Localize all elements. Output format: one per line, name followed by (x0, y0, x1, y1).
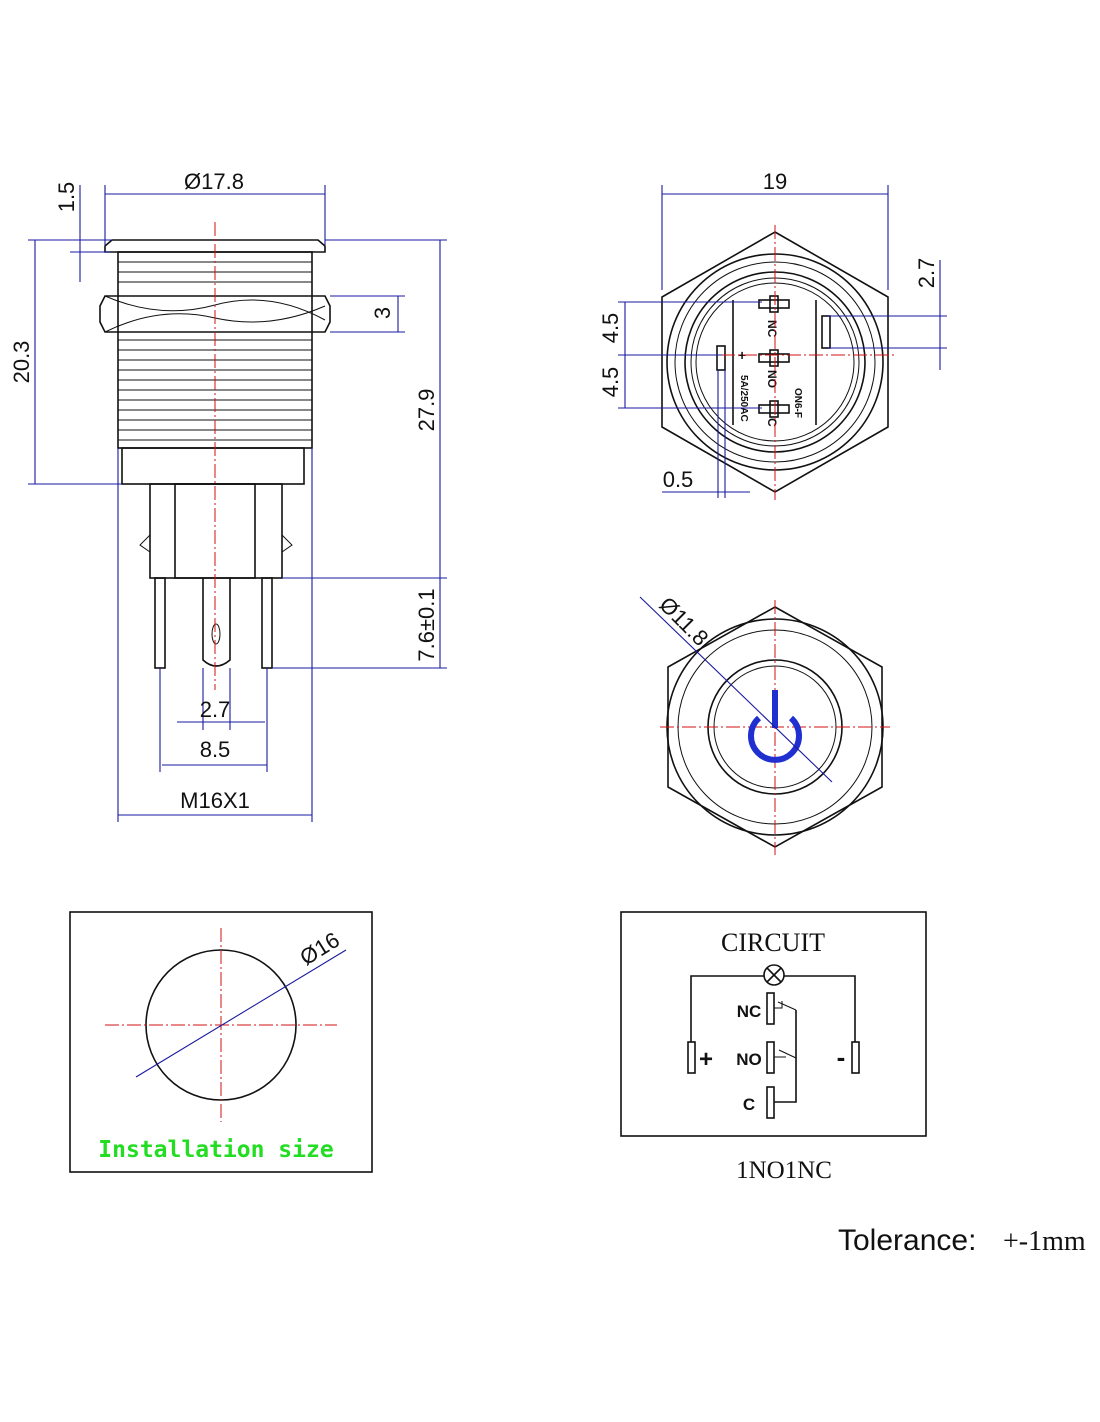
dim-pitch-top: 4.5 (598, 313, 623, 344)
installation-panel: Ø16 Installation size (69, 911, 373, 1173)
pin-label-no: NO (765, 370, 779, 388)
tolerance-note: Tolerance: +-1mm (838, 1224, 1086, 1257)
installation-label: Installation size (98, 1137, 333, 1163)
circuit-label-minus: - (837, 1042, 846, 1072)
dim-pin-width: 2.7 (200, 697, 231, 722)
dim-pin-spacing: 8.5 (200, 737, 231, 762)
dim-pin-length: 7.6±0.1 (414, 588, 439, 661)
circuit-panel: CIRCUIT NC NO C + - 1NO1NC (620, 911, 927, 1184)
dim-total-height: 27.9 (414, 389, 439, 432)
dim-pitch-bottom: 4.5 (598, 367, 623, 398)
dim-hex-width: 19 (763, 169, 787, 194)
rating-label: 5A/250AC (738, 375, 749, 422)
circuit-label-no: NO (736, 1050, 762, 1069)
dim-offset: 2.7 (914, 258, 939, 289)
power-icon (748, 690, 802, 763)
back-view: NC NO C + 5A/250AC ON6-F 19 2.7 4.5 4.5 … (598, 169, 947, 500)
pin-label-c: C (765, 418, 779, 427)
dim-button-diameter: Ø11.8 (654, 592, 713, 651)
dim-body-height: 20.3 (9, 341, 34, 384)
dim-nut-thickness: 3 (370, 307, 395, 319)
front-view: Ø11.8 (639, 592, 890, 855)
dim-cap-diameter: Ø17.8 (184, 169, 244, 194)
tolerance-label: Tolerance: (838, 1224, 976, 1257)
circuit-type: 1NO1NC (736, 1157, 832, 1184)
model-label: ON6-F (792, 388, 803, 418)
dim-thread: M16X1 (180, 788, 250, 813)
circuit-label-c: C (743, 1095, 755, 1114)
dim-pin-thickness: 0.5 (663, 467, 694, 492)
dim-hole: Ø16 (295, 927, 344, 970)
circuit-title: CIRCUIT (721, 928, 825, 957)
circuit-label-nc: NC (737, 1002, 762, 1021)
tolerance-value: +-1mm (1003, 1226, 1086, 1257)
circuit-label-plus: + (699, 1046, 713, 1073)
pin-label-nc: NC (765, 320, 779, 338)
dim-cap-height: 1.5 (54, 182, 79, 213)
side-view: Ø17.8 1.5 20.3 3 27.9 7.6±0.1 2.7 8.5 M1… (9, 169, 447, 822)
lamp-icon (763, 964, 785, 986)
pin-label-plus: + (738, 347, 746, 363)
